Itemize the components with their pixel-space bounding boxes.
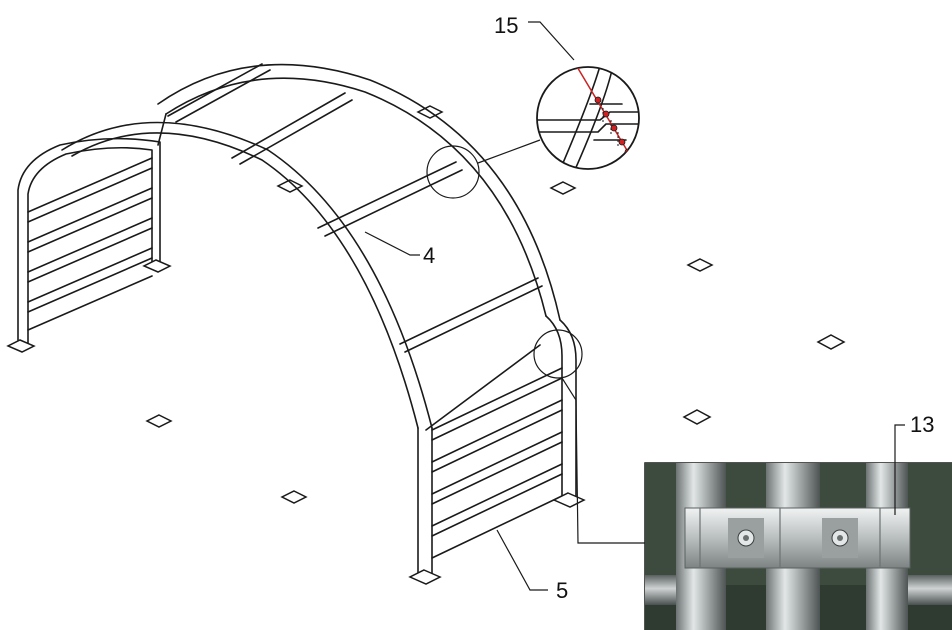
ground-pad <box>145 414 173 428</box>
ground-pad <box>276 179 304 193</box>
detail-circle-corner <box>533 329 583 379</box>
callout-label-13: 13 <box>910 412 934 437</box>
detail-circle-top <box>426 145 480 199</box>
ground-pad <box>280 490 308 504</box>
front-end-frame <box>408 315 586 585</box>
ground-pad <box>549 181 577 195</box>
rear-end-frame <box>6 137 172 353</box>
magnified-detail <box>536 66 640 170</box>
ground-pad <box>686 258 714 272</box>
callout-label-15: 15 <box>494 13 518 38</box>
detail-circles <box>426 139 645 544</box>
clamp-photo-inset <box>644 462 952 630</box>
callout-label-5: 5 <box>556 578 568 603</box>
ground-pad <box>816 334 846 350</box>
ground-pads <box>145 105 846 504</box>
arch-structure <box>61 63 561 431</box>
leader-lines <box>364 21 905 591</box>
callout-label-4: 4 <box>423 243 435 268</box>
ground-pad <box>682 409 712 425</box>
